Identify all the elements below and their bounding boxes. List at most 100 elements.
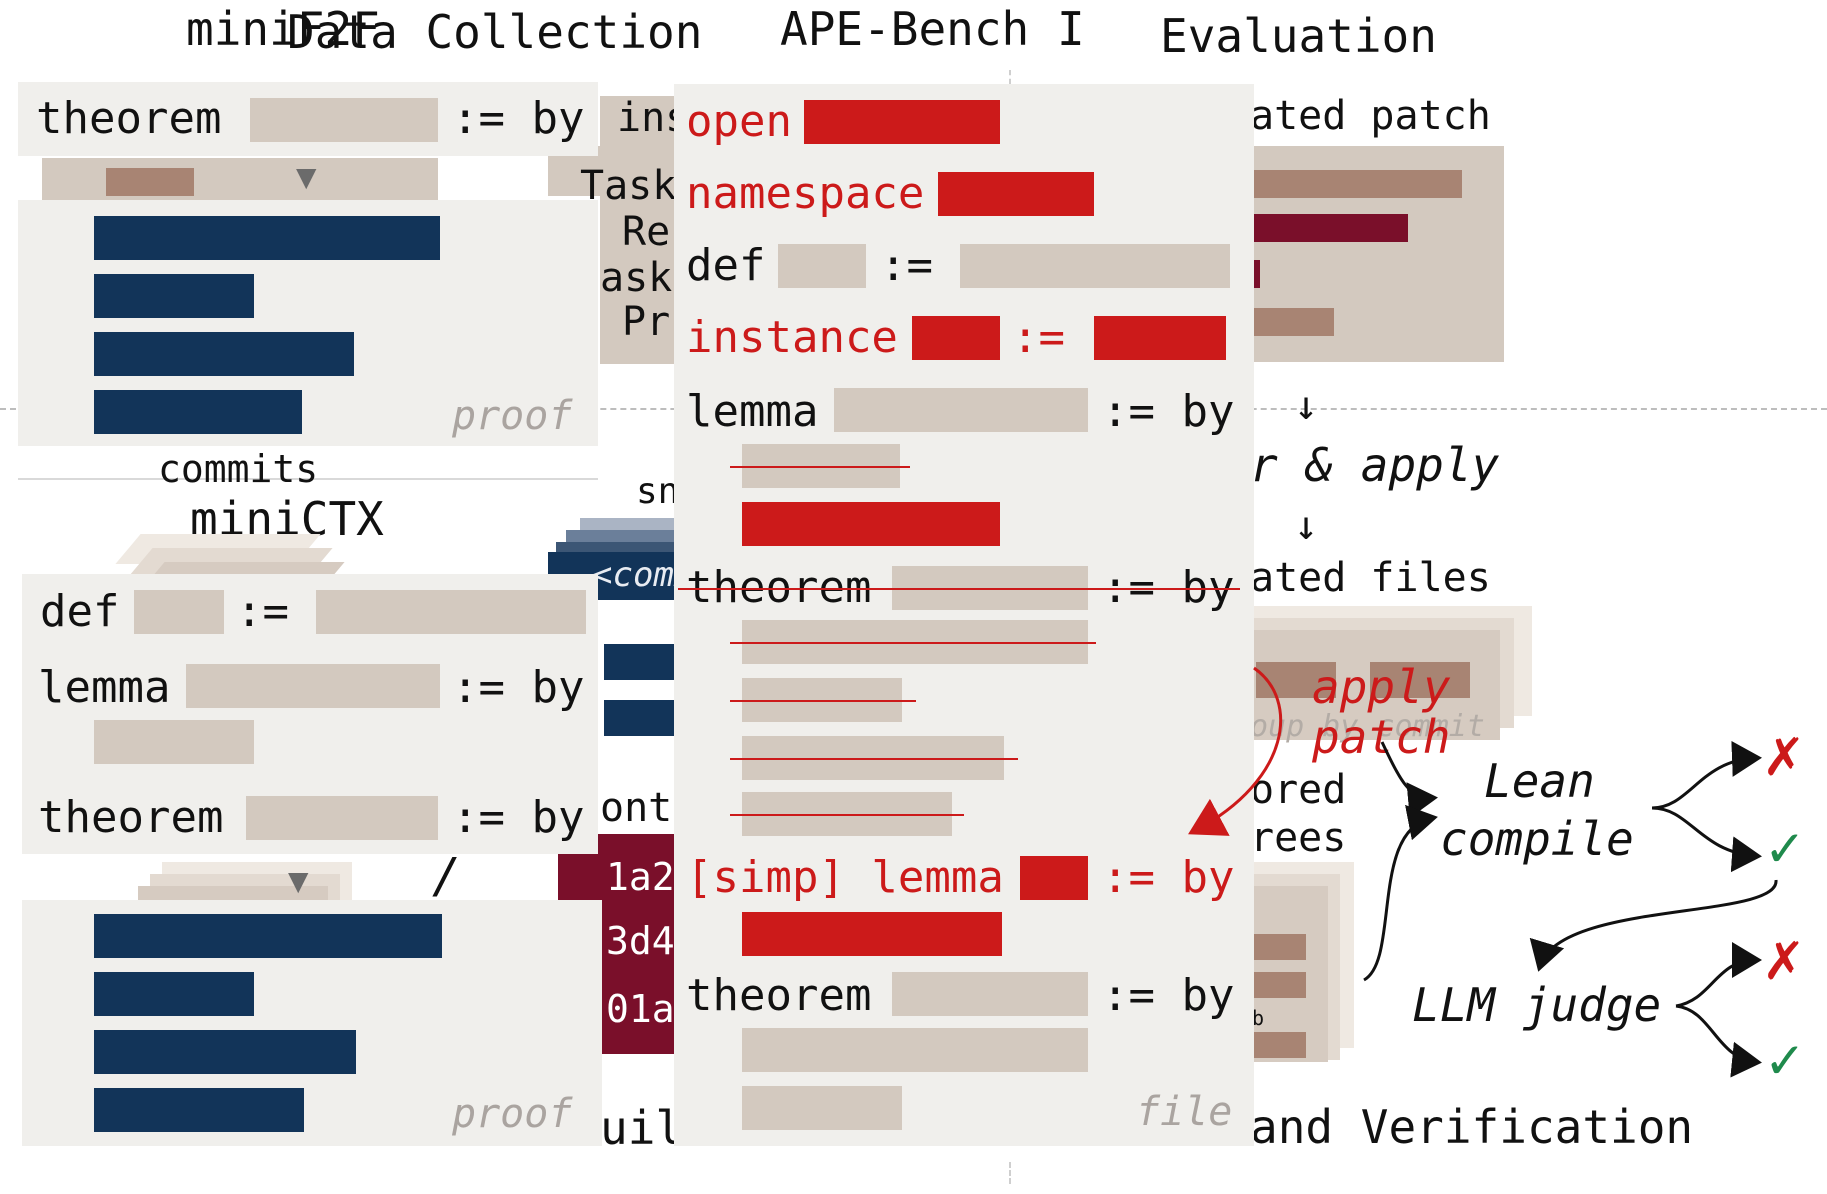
tree-file-2 [1250, 972, 1306, 998]
minictx-proof-line-3 [94, 1030, 356, 1074]
minictx-proof-line-1 [94, 914, 442, 958]
commits-label: commits [158, 447, 319, 491]
minictx-lemma-keyword: lemma [38, 662, 171, 713]
sn-fragment: sn [636, 471, 680, 512]
minif2f-proof-line-1 [94, 216, 440, 260]
ask-fragment: ask [600, 255, 673, 301]
apebench-simp-lemma-by: := by [1102, 852, 1235, 903]
minictx-theorem-by: := by [452, 792, 585, 843]
trees-label: rees [1250, 815, 1347, 861]
hash-1: 1a2 [606, 855, 675, 899]
judge-pass-icon: ✓ [1764, 1032, 1806, 1090]
minictx-lemma-by: := by [452, 662, 585, 713]
patch-line-4 [1250, 308, 1334, 336]
b-label: b [1252, 1006, 1265, 1030]
apebench-theorem-strike [678, 588, 1240, 590]
minictx-proof-line-2 [94, 972, 254, 1016]
minictx-def-assign: := [236, 586, 289, 637]
apebench-file-watermark: file [1136, 1089, 1233, 1135]
hash-3: 01a [606, 987, 675, 1031]
compile-pass-branch [1651, 806, 1762, 873]
lean-pass-icon: ✓ [1764, 820, 1806, 878]
slash-fragment: / [432, 848, 461, 904]
pr-fragment: Pr [622, 299, 671, 345]
apebench-def-name [778, 244, 866, 288]
filter-apply-label: r & apply [1250, 438, 1500, 492]
heading-build-fragment: uil [600, 1101, 684, 1155]
minictx-def-body [316, 590, 586, 634]
apply-patch-arrow [1188, 666, 1283, 836]
task-fragment: Task [580, 163, 677, 209]
lean-compile-label-line1: Lean [1484, 754, 1595, 808]
apebench-theorem-proof-3-strike [730, 758, 1018, 760]
judge-fail-icon: ✗ [1762, 932, 1806, 992]
minif2f-proof-line-4 [94, 390, 302, 434]
compile-fail-branch [1651, 740, 1762, 810]
minictx-def-keyword: def [40, 586, 120, 637]
down-arrow-2: ↓ [1294, 503, 1319, 549]
heading-apebench: APE-Bench I [780, 2, 1085, 56]
llm-judge-label: LLM judge [1412, 978, 1662, 1032]
apebench-theorem-proof-1-strike [730, 642, 1096, 644]
apebench-theorem2-keyword: theorem [686, 970, 872, 1021]
minif2f-theorem-keyword: theorem [36, 93, 222, 144]
apebench-theorem2-name [892, 972, 1088, 1016]
apebench-instance-keyword: instance [686, 312, 898, 363]
apebench-simp-lemma-keyword: [simp] lemma [686, 852, 1004, 903]
heading-data-collection: Data Collection [287, 5, 703, 59]
apebench-def-body [960, 244, 1230, 288]
patch-line-3 [1250, 260, 1260, 288]
minif2f-minictx-separator [18, 478, 598, 480]
apebench-open-target [804, 100, 1000, 144]
trees-to-compile-arrow [1363, 804, 1438, 982]
apebench-def-keyword: def [686, 240, 766, 291]
apebench-lemma-new-proof [742, 502, 1000, 546]
apebench-lemma-name [834, 388, 1088, 432]
tree-file-1 [1250, 934, 1306, 960]
apebench-instance-assign: := [1012, 312, 1065, 363]
restored-label: ored [1250, 767, 1347, 813]
generated-files-label: ated files [1250, 555, 1491, 601]
lean-fail-icon: ✗ [1762, 728, 1806, 788]
minif2f-by-keyword: := by [452, 93, 585, 144]
file-tab-1 [1256, 662, 1336, 698]
apebench-lemma-old-proof-strike [730, 466, 910, 468]
apebench-instance-name [912, 316, 1000, 360]
section-divider-vertical-top [1009, 70, 1011, 84]
apebench-theorem-by: := by [1102, 562, 1235, 613]
down-arrow-1: ↓ [1294, 383, 1319, 429]
apply-patch-label-line1: apply [1312, 660, 1451, 714]
judge-fail-branch [1675, 942, 1762, 1008]
minif2f-mask-token [106, 168, 194, 196]
heading-minif2f: miniF2F [186, 2, 380, 56]
patch-line-2 [1250, 214, 1408, 242]
minif2f-theorem-name [250, 98, 438, 142]
section-divider-vertical-bottom [1009, 1162, 1011, 1184]
re-fragment: Re [622, 209, 671, 255]
apebench-theorem-proof-4-strike [730, 814, 964, 816]
minictx-theorem-name [246, 796, 438, 840]
minif2f-proof-watermark: proof [452, 393, 573, 439]
minictx-theorem-keyword: theorem [38, 792, 224, 843]
apebench-theorem2-proof-2 [742, 1086, 902, 1130]
minictx-lemma-proof [94, 720, 254, 764]
pass-to-judge-arrow [1529, 879, 1778, 972]
apply-patch-label-line2: patch [1312, 710, 1451, 764]
files-to-compile-arrow [1380, 741, 1438, 819]
minif2f-down-arrow-icon: ▼ [296, 157, 317, 197]
apebench-open-keyword: open [686, 96, 792, 147]
lean-compile-label-line2: compile [1440, 812, 1634, 866]
apebench-theorem2-proof-1 [742, 1028, 1088, 1072]
minictx-def-name [134, 590, 224, 634]
apebench-theorem2-by: := by [1102, 970, 1235, 1021]
apebench-namespace-keyword: namespace [686, 168, 925, 219]
heading-evaluation: Evaluation [1160, 9, 1437, 63]
file-tab-2 [1370, 662, 1470, 698]
heading-command-verification: and Verification [1250, 1100, 1694, 1154]
apebench-theorem-keyword: theorem [686, 562, 872, 613]
judge-pass-branch [1675, 1004, 1762, 1078]
apebench-lemma-keyword: lemma [686, 386, 819, 437]
apebench-instance-body [1094, 316, 1226, 360]
patch-line-1 [1250, 170, 1462, 198]
